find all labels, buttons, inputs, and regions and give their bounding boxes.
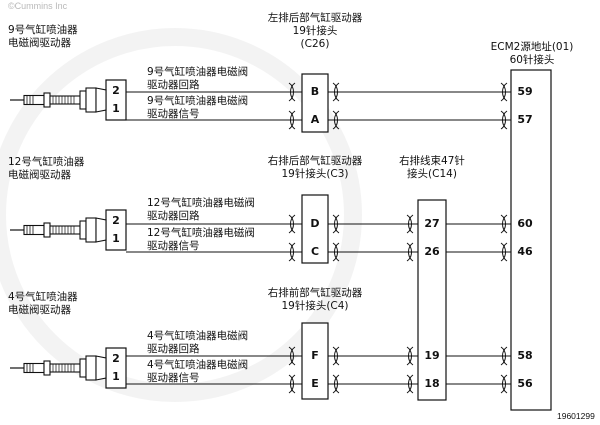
inj4-pin-2: 2 xyxy=(112,352,120,365)
inj12-label-line1: 12号气缸喷油器 xyxy=(8,156,85,168)
watermark-circle xyxy=(0,28,362,402)
ecm-pin-59: 59 xyxy=(517,85,533,98)
c4-pin-e: E xyxy=(311,377,319,390)
ecm-pin-56: 56 xyxy=(517,377,533,390)
c14-pin-26: 26 xyxy=(424,245,440,258)
inj4-pin-1: 1 xyxy=(112,370,120,383)
c3-title-line2: 19针接头(C3) xyxy=(281,168,349,180)
c26-pin-a: A xyxy=(310,113,320,126)
inj12-pin-1: 1 xyxy=(112,232,120,245)
w4-signal-line1: 4号气缸喷油器电磁阀 xyxy=(147,359,249,371)
c26-connector-box xyxy=(301,73,329,133)
c14-pin-27: 27 xyxy=(424,217,440,230)
c4-title-line2: 19针接头(C4) xyxy=(281,300,349,312)
ecm-pin-58: 58 xyxy=(517,349,533,362)
w4-signal-line2: 驱动器信号 xyxy=(147,372,200,384)
inj4-label-line2: 电磁阀驱动器 xyxy=(8,304,71,316)
figure-id: 19601299 xyxy=(557,411,595,421)
c26-title-line3: (C26) xyxy=(300,38,330,50)
c4-pin-f: F xyxy=(311,349,319,362)
inj9-label-line1: 9号气缸喷油器 xyxy=(8,24,78,36)
c14-title-line2: 接头(C14) xyxy=(407,168,457,180)
w9-return-line2: 驱动器回路 xyxy=(147,79,200,91)
w9-return-line1: 9号气缸喷油器电磁阀 xyxy=(147,66,249,78)
c3-connector-box xyxy=(301,194,329,264)
watermark-text: ©Cummins Inc xyxy=(8,1,68,11)
inj9-pin-1: 1 xyxy=(112,102,120,115)
c4-connector-box xyxy=(301,322,329,400)
c26-title-line1: 左排后部气缸驱动器 xyxy=(267,12,363,24)
w12-return-line1: 12号气缸喷油器电磁阀 xyxy=(147,197,255,209)
w12-signal-line1: 12号气缸喷油器电磁阀 xyxy=(147,227,255,239)
c26-pin-b: B xyxy=(310,85,320,98)
ecm-pin-60: 60 xyxy=(517,217,533,230)
c3-pin-c: C xyxy=(310,245,320,258)
w4-return-line2: 驱动器回路 xyxy=(147,343,200,355)
c14-connector-box xyxy=(417,199,447,401)
c14-title-line1: 右排线束47针 xyxy=(399,155,465,167)
w9-signal-line1: 9号气缸喷油器电磁阀 xyxy=(147,95,249,107)
inj12-pin-2: 2 xyxy=(112,214,120,227)
ecm-title-line1: ECM2源地址(01) xyxy=(490,41,574,53)
w12-return-line2: 驱动器回路 xyxy=(147,210,200,222)
ecm-title-line2: 60针接头 xyxy=(509,54,555,66)
w4-return-line1: 4号气缸喷油器电磁阀 xyxy=(147,330,249,342)
inj4-label-line1: 4号气缸喷油器 xyxy=(8,291,78,303)
ecm-pin-46: 46 xyxy=(517,245,533,258)
c4-title-line1: 右排前部气缸驱动器 xyxy=(267,287,363,299)
wires-group-9 xyxy=(126,91,511,121)
w9-signal-line2: 驱动器信号 xyxy=(147,108,200,120)
inj12-symbol xyxy=(9,217,107,243)
wires-group-12 xyxy=(126,223,511,253)
inj9-pin-2: 2 xyxy=(112,84,120,97)
c26-title-line2: 19针接头 xyxy=(292,25,338,37)
inj9-label-line2: 电磁阀驱动器 xyxy=(8,37,71,49)
w12-signal-line2: 驱动器信号 xyxy=(147,240,200,252)
inj12-label-line2: 电磁阀驱动器 xyxy=(8,169,71,181)
c3-title-line1: 右排后部气缸驱动器 xyxy=(267,155,363,167)
c14-pin-18: 18 xyxy=(424,377,440,390)
ecm-pin-57: 57 xyxy=(517,113,533,126)
wires-group-4 xyxy=(126,355,511,385)
c3-pin-d: D xyxy=(310,217,320,230)
c14-pin-19: 19 xyxy=(424,349,440,362)
ecm-connector-box xyxy=(510,69,552,411)
